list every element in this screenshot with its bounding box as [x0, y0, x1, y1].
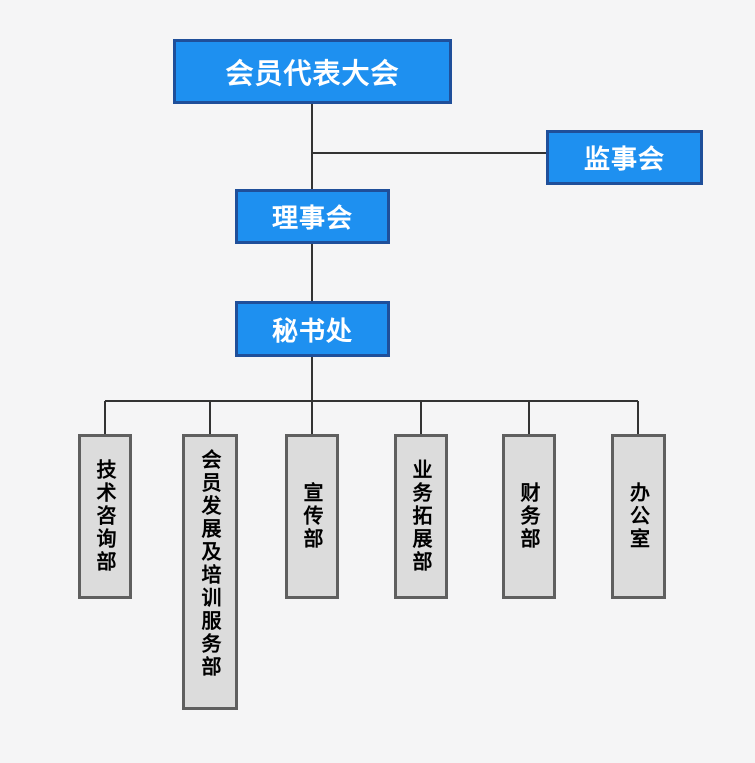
node-dept-finance-label: 财务部	[517, 482, 541, 551]
node-council: 理事会	[235, 189, 390, 244]
node-dept-member-development-label: 会员发展及培训服务部	[198, 449, 222, 679]
node-supervisory-board-label: 监事会	[583, 145, 665, 175]
node-dept-publicity-label: 宣传部	[300, 482, 324, 551]
node-council-label: 理事会	[271, 204, 353, 234]
node-dept-business-expansion-label: 业务拓展部	[409, 459, 433, 574]
node-dept-member-development: 会员发展及培训服务部	[182, 434, 238, 710]
node-dept-tech-consulting: 技术咨询部	[78, 434, 132, 599]
node-dept-business-expansion: 业务拓展部	[394, 434, 448, 599]
node-dept-tech-consulting-label: 技术咨询部	[93, 459, 117, 574]
node-dept-publicity: 宣传部	[285, 434, 339, 599]
node-members-congress: 会员代表大会	[173, 39, 452, 104]
node-dept-office: 办公室	[611, 434, 666, 599]
node-dept-finance: 财务部	[502, 434, 556, 599]
node-secretariat: 秘书处	[235, 301, 390, 357]
node-dept-office-label: 办公室	[626, 482, 651, 551]
node-members-congress-label: 会员代表大会	[225, 56, 400, 90]
node-supervisory-board: 监事会	[546, 130, 703, 185]
node-secretariat-label: 秘书处	[271, 316, 353, 347]
